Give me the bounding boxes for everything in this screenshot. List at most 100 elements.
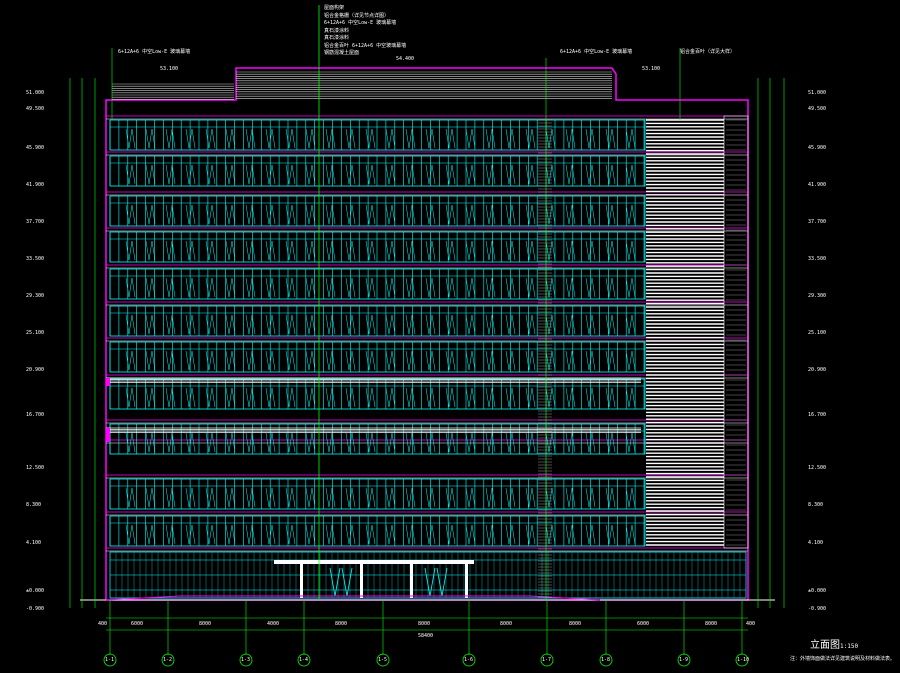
window-vent: [185, 314, 196, 335]
window-vent: [505, 350, 516, 371]
window-vent: [405, 204, 416, 225]
bay-dim: 8000: [199, 621, 212, 627]
window-vent: [565, 524, 576, 545]
level-label-left: 29.300: [26, 293, 45, 299]
window-vent: [425, 314, 436, 335]
window-vent: [545, 524, 556, 545]
window-vent: [625, 524, 636, 545]
level-label-right: ±0.000: [808, 588, 827, 594]
window-vent: [485, 204, 496, 225]
window-vent: [325, 432, 336, 453]
level-label-left: 41.900: [26, 182, 45, 188]
door-leaf: [424, 567, 436, 597]
window-vent: [185, 350, 196, 371]
level-label-left: -0.900: [26, 606, 45, 612]
window-vent: [165, 277, 176, 298]
window-vent: [465, 204, 476, 225]
level-label-right: 33.500: [808, 256, 827, 262]
window-vent: [285, 350, 296, 371]
window-vent: [165, 432, 176, 453]
window-vent: [265, 128, 276, 149]
window-vent: [225, 524, 236, 545]
window-vent: [165, 164, 176, 185]
window-vent: [605, 204, 616, 225]
window-vent: [205, 387, 216, 408]
window-vent: [465, 240, 476, 261]
grid-bubble: [103, 653, 117, 667]
window-vent: [385, 204, 396, 225]
window-vent: [365, 128, 376, 149]
window-vent: [305, 524, 316, 545]
window-vent: [625, 314, 636, 335]
window-vent: [505, 387, 516, 408]
window-vent: [185, 164, 196, 185]
window-vent: [545, 204, 556, 225]
window-vent: [445, 387, 456, 408]
window-vent: [285, 204, 296, 225]
window-vent: [485, 314, 496, 335]
window-vent: [265, 204, 276, 225]
window-vent: [145, 487, 156, 508]
window-vent: [345, 524, 356, 545]
window-vent: [325, 387, 336, 408]
window-vent: [205, 487, 216, 508]
window-vent: [345, 387, 356, 408]
window-vent: [225, 487, 236, 508]
window-vent: [285, 164, 296, 185]
building-facade: [80, 5, 775, 601]
window-vent: [125, 204, 136, 225]
window-vent: [225, 314, 236, 335]
window-vent: [425, 487, 436, 508]
window-vent: [425, 387, 436, 408]
window-vent: [165, 204, 176, 225]
window-vent: [565, 128, 576, 149]
level-label-left: 20.900: [26, 367, 45, 373]
window-vent: [605, 432, 616, 453]
window-vent: [245, 240, 256, 261]
window-vent: [405, 387, 416, 408]
window-vent: [625, 387, 636, 408]
window-vent: [145, 350, 156, 371]
window-vent: [325, 164, 336, 185]
grid-label: 1-5: [378, 657, 388, 663]
window-vent: [165, 524, 176, 545]
level-label-left: 8.300: [26, 502, 42, 508]
window-vent: [145, 432, 156, 453]
window-vent: [185, 128, 196, 149]
magenta-marker: [106, 428, 110, 442]
window-vent: [465, 128, 476, 149]
top-note: 6+12A+6 中空Low-E 玻璃幕墙: [324, 20, 397, 26]
window-vent: [605, 164, 616, 185]
window-vent: [325, 314, 336, 335]
grid-bubble: [297, 653, 311, 667]
window-vent: [345, 314, 356, 335]
window-vent: [305, 387, 316, 408]
window-vent: [305, 277, 316, 298]
window-vent: [505, 164, 516, 185]
window-vent: [265, 387, 276, 408]
window-vent: [565, 240, 576, 261]
window-vent: [545, 387, 556, 408]
level-label-left: 16.700: [26, 412, 45, 418]
window-vent: [585, 314, 596, 335]
window-vent: [525, 387, 536, 408]
window-vent: [385, 164, 396, 185]
window-vent: [325, 204, 336, 225]
window-vent: [185, 524, 196, 545]
window-vent: [525, 204, 536, 225]
window-vent: [365, 164, 376, 185]
window-vent: [465, 314, 476, 335]
grid-label: 1-7: [542, 657, 552, 663]
entrance-column: [300, 564, 303, 598]
window-vent: [265, 240, 276, 261]
bay-dim: 8000: [335, 621, 348, 627]
window-vent: [465, 487, 476, 508]
bay-dim: 6000: [637, 621, 650, 627]
window-vent: [585, 128, 596, 149]
window-vent: [325, 350, 336, 371]
level-label-right: 51.000: [808, 90, 827, 96]
window-vent: [265, 487, 276, 508]
window-vent: [385, 277, 396, 298]
window-vent: [385, 524, 396, 545]
window-vent: [165, 240, 176, 261]
